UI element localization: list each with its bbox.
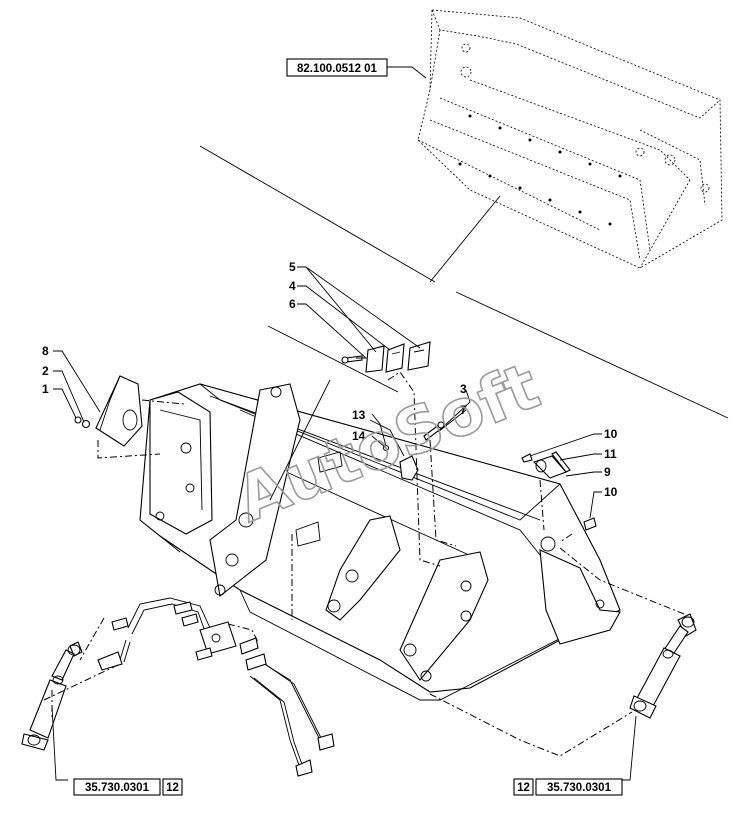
cylinder-right	[629, 613, 697, 719]
main-bucket	[139, 383, 621, 701]
callout-1: 1	[42, 382, 49, 396]
callout-6: 6	[289, 297, 296, 311]
bolt-10-top	[521, 453, 533, 463]
callout-5: 5	[289, 260, 296, 274]
callout-10-bottom: 10	[604, 485, 618, 499]
bolt-10-bottom	[583, 517, 597, 531]
cylinder-left-reference: 35.730.0301 12	[73, 778, 183, 796]
cylinder-left-code: 35.730.0301	[85, 782, 150, 794]
pin-11	[551, 451, 571, 473]
top-bucket-rivet-row	[458, 114, 622, 226]
callout-14: 14	[352, 429, 366, 443]
cylinder-left-qty: 12	[166, 782, 179, 794]
separator-lines	[199, 145, 729, 419]
bolt-6	[341, 355, 363, 364]
reference-bucket-drawing	[417, 9, 723, 269]
cylinder-right-reference: 12 35.730.0301	[513, 778, 623, 796]
hydraulic-hoses	[97, 597, 335, 777]
callout-9: 9	[604, 465, 611, 479]
callout-11: 11	[604, 447, 617, 461]
strap-part	[399, 455, 419, 481]
assembly-dashed-lines	[43, 371, 685, 757]
top-bucket-code: 82.100.0512 01	[297, 63, 378, 75]
screw-1-washer-2	[74, 416, 91, 429]
callout-labels: 5 4 6 8 2 1 3 7 13 14 10 11 9 10	[42, 260, 618, 499]
cylinder-right-qty: 12	[517, 782, 530, 794]
callout-2: 2	[42, 364, 49, 378]
cylinder-right-code: 35.730.0301	[547, 782, 612, 794]
callout-4: 4	[289, 279, 296, 293]
callout-3: 3	[460, 382, 467, 396]
cylinder-left	[21, 641, 83, 751]
callout-8: 8	[42, 344, 49, 358]
callout-13: 13	[352, 408, 366, 422]
callout-10-top: 10	[604, 427, 618, 441]
cover-plate-8	[95, 375, 143, 447]
callout-leaders	[51, 266, 637, 781]
wear-pads	[365, 341, 431, 373]
callout-7: 7	[460, 403, 467, 417]
top-bucket-reference: 82.100.0512 01	[286, 58, 427, 79]
